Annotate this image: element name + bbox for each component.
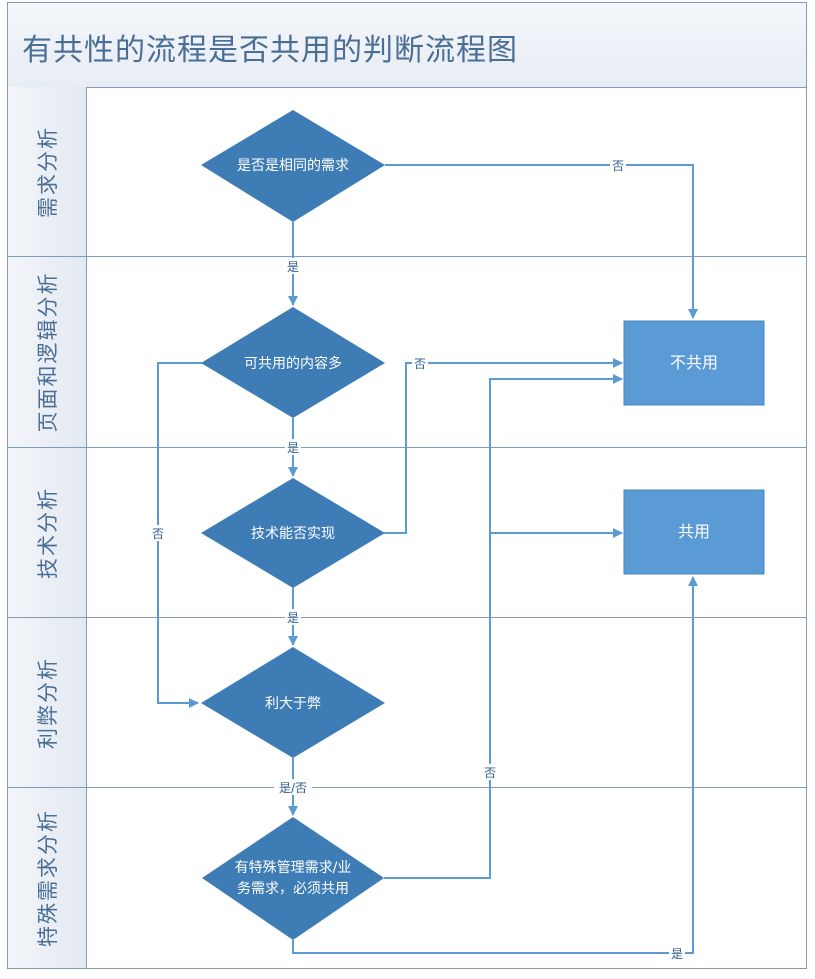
lane-requirements: 需求分析 [8, 87, 806, 257]
result-share [623, 489, 765, 575]
lane-header: 需求分析 [8, 87, 87, 256]
decision-pros-outweigh [201, 647, 385, 758]
edge-label-d5-no: 否 [484, 766, 496, 780]
decision-same-requirement [201, 110, 385, 222]
decision-same-requirement-label: 是否是相同的需求 [237, 158, 349, 174]
lane-header: 页面和逻辑分析 [8, 257, 87, 447]
lane-header: 特殊需求分析 [8, 788, 87, 968]
edge-label-d2-no-right: 否 [414, 357, 426, 371]
edge-label-d3-yes: 是 [287, 611, 299, 625]
diagram-title: 有共性的流程是否共用的判断流程图 [22, 33, 518, 68]
decision-special-requirement-label-2: 务需求，必须共用 [237, 881, 349, 897]
lane-header: 技术分析 [8, 448, 87, 617]
decision-technical-feasible [201, 478, 385, 588]
decision-technical-feasible-label: 技术能否实现 [251, 526, 335, 542]
edge-label-d5-yes: 是 [671, 947, 683, 961]
lane-header: 利弊分析 [8, 618, 87, 787]
decision-shareable-content [201, 307, 385, 418]
result-no-share [623, 320, 765, 406]
edge-label-d1-yes: 是 [287, 260, 299, 274]
decision-shareable-content-label: 可共用的内容多 [244, 355, 342, 372]
result-share-label: 共用 [678, 522, 710, 541]
edge-d1-no [385, 164, 698, 319]
lane-technical: 技术分析 [8, 448, 806, 618]
decision-special-requirement-label-1: 有特殊管理需求/业 [235, 860, 352, 876]
result-no-share-label: 不共用 [670, 353, 718, 372]
edge-d3-no [384, 358, 623, 534]
edge-d5-no [384, 374, 623, 879]
lane-pros-cons: 利弊分析 [8, 618, 806, 788]
edge-label-d1-no: 否 [612, 159, 624, 173]
edge-label-d2-no-left: 否 [152, 527, 164, 541]
decision-pros-outweigh-label: 利大于弊 [265, 696, 321, 712]
diagram-frame: 有共性的流程是否共用的判断流程图 需求分析 页面和逻辑分析 技术分析 利弊分析 … [7, 2, 807, 969]
decision-special-requirement [202, 817, 384, 940]
edge-d5-yes [292, 576, 698, 954]
lane-special: 特殊需求分析 [8, 788, 806, 968]
title-bar: 有共性的流程是否共用的判断流程图 [8, 3, 806, 88]
edge-label-d2-yes: 是 [287, 441, 299, 455]
edge-label-d4-yes-no: 是/否 [279, 781, 307, 795]
